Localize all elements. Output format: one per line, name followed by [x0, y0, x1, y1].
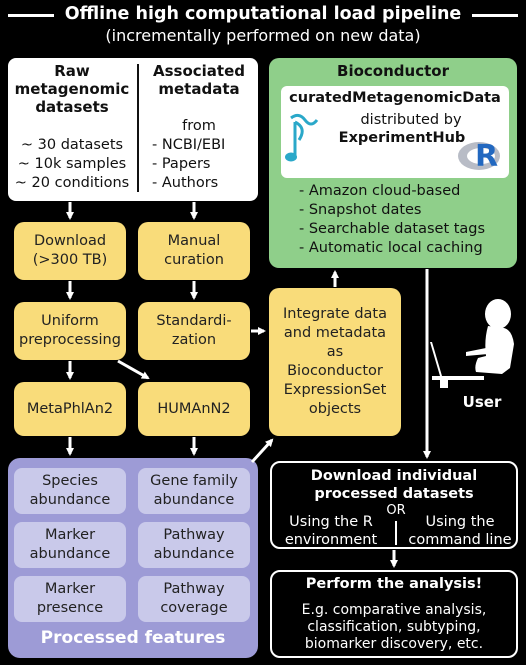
meta-items: - NCBI/EBI - Papers - Authors — [152, 137, 226, 191]
raw-items: ~ 30 datasets ~ 10k samples ~ 20 conditi… — [14, 137, 130, 191]
meta-from: from — [182, 118, 216, 134]
user-at-computer-icon — [418, 296, 522, 388]
analysis-body: E.g. comparative analysis, classificatio… — [301, 602, 487, 652]
diagram-title: Offline high computational load pipeline — [64, 4, 462, 24]
user-label: User — [462, 393, 502, 411]
feature-pathway-abundance: Pathway abundance — [138, 522, 250, 568]
feature-gene-family-abundance: Gene family abundance — [138, 468, 250, 514]
experimenthub-name: ExperimentHub — [338, 130, 466, 146]
command-line-option: Using the command line — [408, 514, 512, 548]
bioconductor-box: Bioconductor curatedMetagenomicData dist… — [269, 58, 517, 268]
title-rule-right — [472, 14, 518, 17]
raw-divider — [137, 64, 139, 192]
package-name: curatedMetagenomicData — [289, 90, 501, 106]
diagram-subtitle: (incrementally performed on new data) — [105, 26, 421, 45]
raw-heading: Raw metagenomic datasets — [14, 62, 130, 116]
uniform-preprocessing-step: Uniform preprocessing — [14, 302, 126, 360]
download-datasets-box: Download individual processed datasets U… — [270, 461, 518, 549]
r-logo-icon: R — [457, 138, 507, 176]
title-rule-left — [8, 14, 54, 17]
distributed-by-text: distributed by — [360, 112, 462, 128]
meta-heading: Associated metadata — [152, 62, 245, 98]
perform-analysis-box: Perform the analysis! E.g. comparative a… — [270, 570, 518, 658]
bioconductor-features: - Amazon cloud-based - Snapshot dates - … — [299, 183, 486, 256]
raw-data-box: Raw metagenomic datasets ~ 30 datasets ~… — [8, 58, 258, 201]
humann-step: HUMAnN2 — [138, 382, 250, 436]
package-card: curatedMetagenomicData distributed by Ex… — [281, 86, 509, 178]
arrow-uniform-to-humann — [117, 359, 150, 380]
processed-features-panel: Species abundance Gene family abundance … — [8, 458, 258, 658]
feature-marker-presence: Marker presence — [14, 576, 126, 622]
arrow-features-to-integrate — [250, 438, 274, 464]
bioconductor-heading: Bioconductor — [337, 62, 449, 80]
metaphlan-step: MetaPhlAn2 — [14, 382, 126, 436]
analysis-heading: Perform the analysis! — [305, 576, 483, 592]
r-logo-letter: R — [475, 139, 499, 174]
feature-species-abundance: Species abundance — [14, 468, 126, 514]
music-note-icon — [285, 110, 319, 170]
feature-pathway-coverage: Pathway coverage — [138, 576, 250, 622]
integrate-step: Integrate data and metadata as Bioconduc… — [269, 288, 401, 436]
download-step: Download (>300 TB) — [14, 222, 126, 280]
processed-features-label: Processed features — [40, 628, 226, 648]
manual-curation-step: Manual curation — [138, 222, 250, 280]
or-label: OR — [386, 503, 406, 518]
or-divider — [395, 521, 397, 545]
standardization-step: Standardi- zation — [138, 302, 250, 360]
r-environment-option: Using the R environment — [284, 514, 378, 548]
download-heading: Download individual processed datasets — [310, 468, 478, 502]
feature-marker-abundance: Marker abundance — [14, 522, 126, 568]
